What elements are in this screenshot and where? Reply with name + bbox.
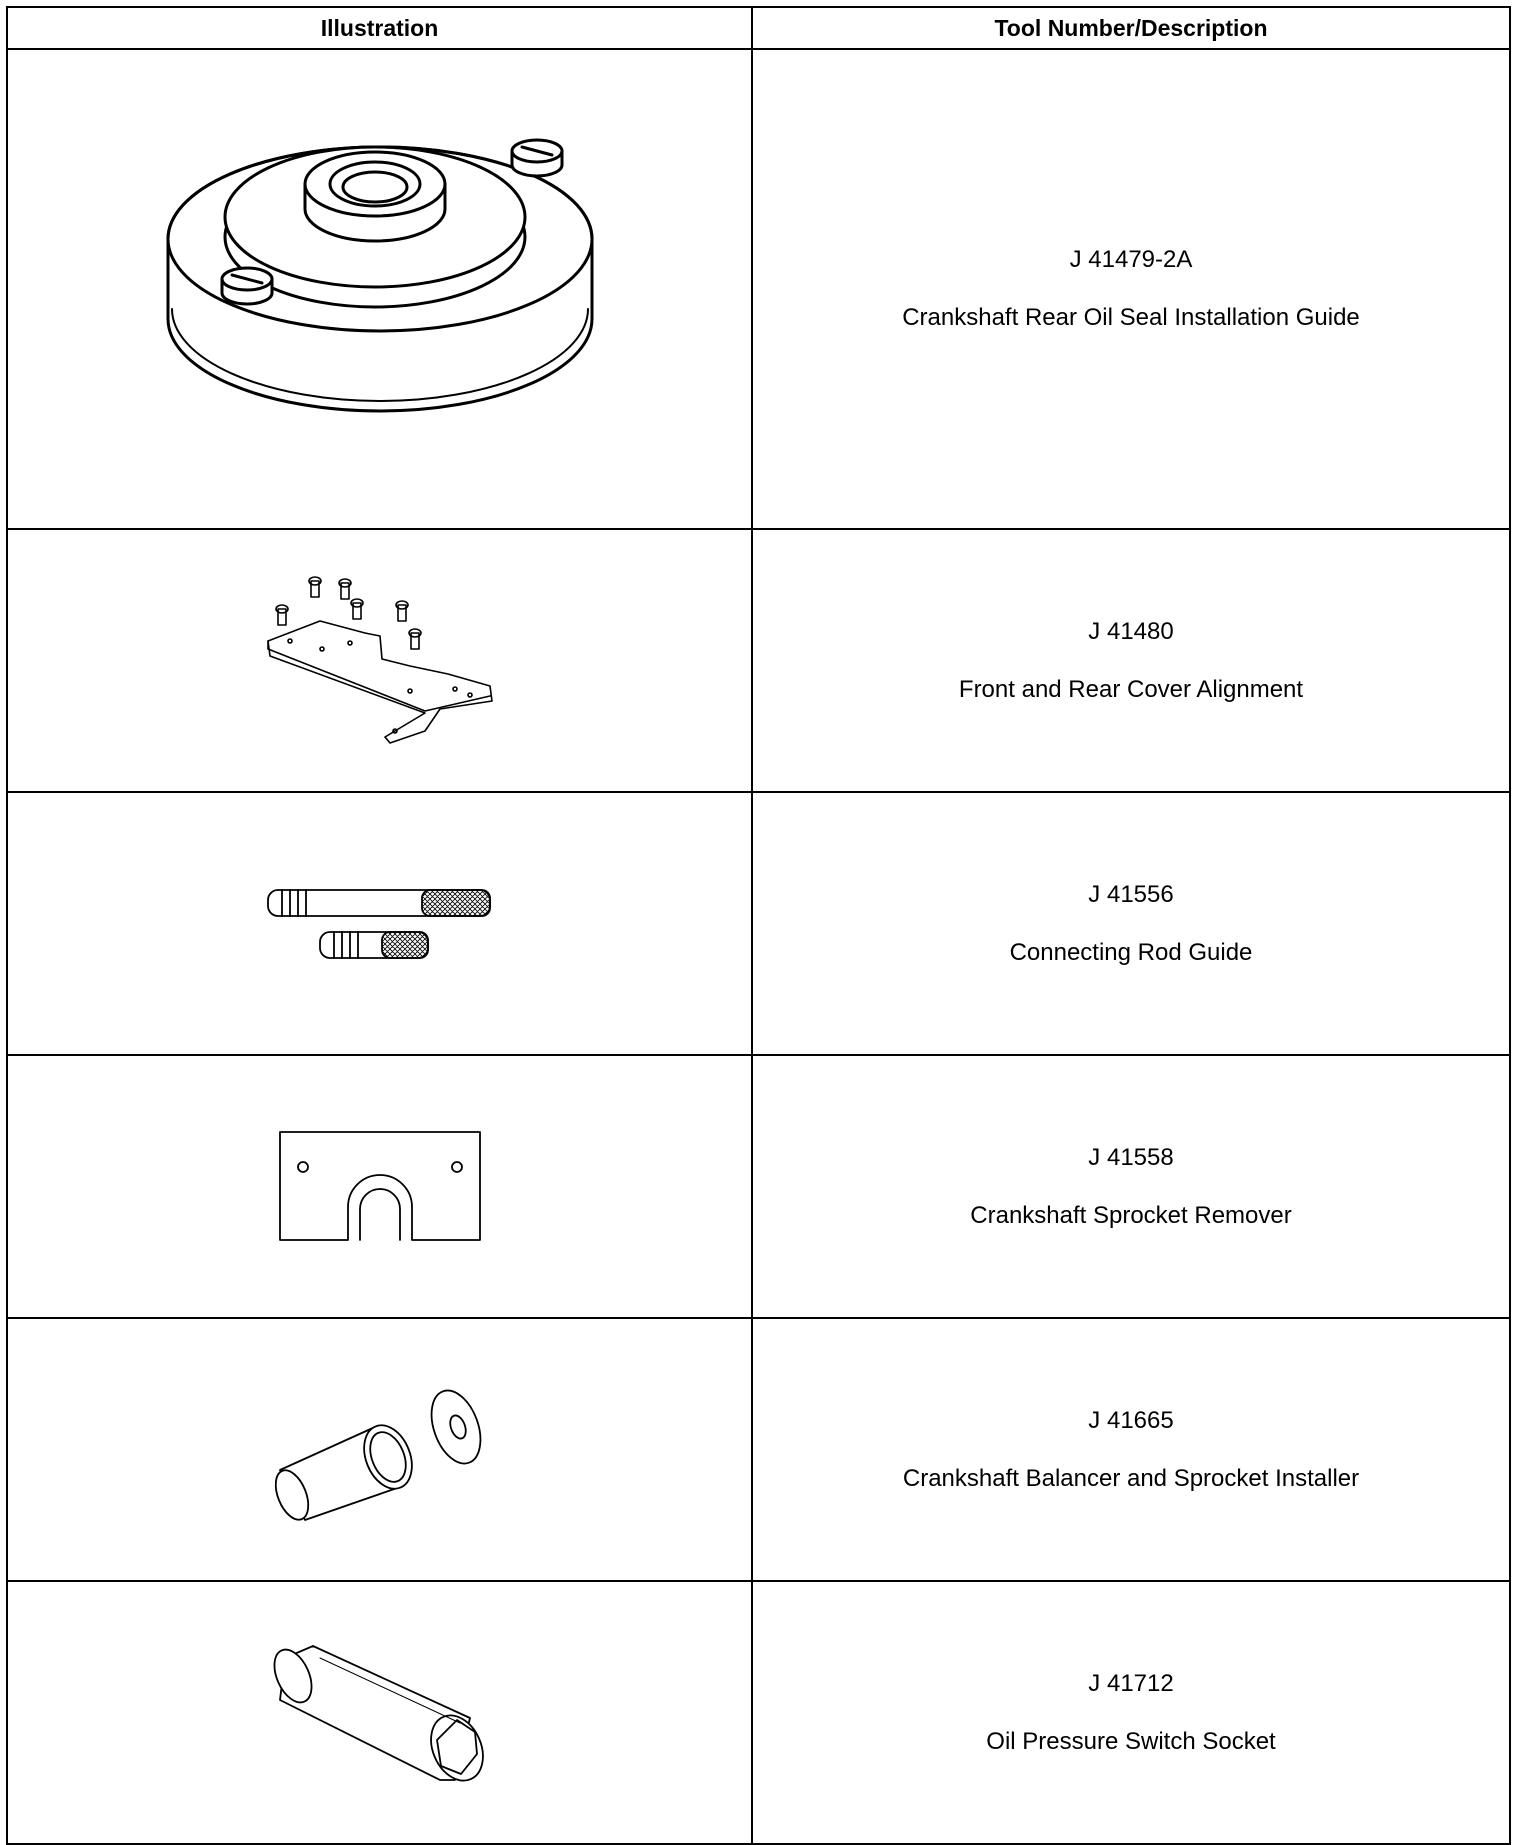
bolt-icon — [394, 599, 409, 622]
illustration-cell — [6, 1054, 753, 1319]
tool-description: Front and Rear Cover Alignment — [958, 675, 1304, 703]
illustration-cell — [6, 528, 753, 793]
description-cell: J 41480 Front and Rear Cover Alignment — [751, 528, 1511, 793]
table-row: J 41480 Front and Rear Cover Alignment — [6, 528, 1511, 793]
sprocket-remover-plate-icon — [278, 1130, 481, 1241]
description-cell: J 41558 Crankshaft Sprocket Remover — [751, 1054, 1511, 1319]
bolt-icon — [407, 627, 422, 650]
connecting-rod-guide-icon — [266, 888, 491, 959]
cover-alignment-plate-icon — [266, 575, 493, 744]
header-row: Illustration Tool Number/Description — [6, 6, 1511, 50]
table-row: J 41712 Oil Pressure Switch Socket — [6, 1580, 1511, 1845]
oil-seal-installation-guide-icon — [166, 138, 593, 413]
description-cell: J 41556 Connecting Rod Guide — [751, 791, 1511, 1056]
illustration-cell — [6, 791, 753, 1056]
bolt-icon — [307, 575, 322, 598]
bolt-icon — [337, 577, 352, 600]
tool-number: J 41479-2A — [1069, 246, 1193, 273]
illustration-cell — [6, 1317, 753, 1582]
table-row: J 41479-2A Crankshaft Rear Oil Seal Inst… — [6, 48, 1511, 530]
illustration-cell — [6, 48, 753, 530]
bolt-icon — [274, 603, 289, 626]
balancer-installer-icon — [274, 1389, 481, 1521]
tool-description: Crankshaft Balancer and Sprocket Install… — [902, 1464, 1360, 1492]
description-cell: J 41479-2A Crankshaft Rear Oil Seal Inst… — [751, 48, 1511, 530]
special-tools-table: Illustration Tool Number/Description — [6, 6, 1511, 1845]
header-illustration: Illustration — [6, 6, 753, 50]
screw-icon — [510, 138, 563, 178]
tool-number: J 41480 — [1088, 617, 1174, 645]
description-cell: J 41712 Oil Pressure Switch Socket — [751, 1580, 1511, 1845]
table-row: J 41665 Crankshaft Balancer and Sprocket… — [6, 1317, 1511, 1582]
tool-number: J 41558 — [1088, 1143, 1174, 1171]
bolt-icon — [349, 597, 364, 620]
table-row: J 41556 Connecting Rod Guide — [6, 791, 1511, 1056]
tool-number: J 41556 — [1088, 880, 1174, 908]
screw-icon — [220, 266, 273, 306]
tool-description: Crankshaft Sprocket Remover — [970, 1201, 1292, 1229]
tool-number: J 41712 — [1088, 1669, 1174, 1697]
tool-description: Connecting Rod Guide — [1009, 938, 1253, 966]
description-cell: J 41665 Crankshaft Balancer and Sprocket… — [751, 1317, 1511, 1582]
illustration-cell — [6, 1580, 753, 1845]
oil-pressure-socket-icon — [273, 1644, 484, 1781]
tool-description: Oil Pressure Switch Socket — [986, 1727, 1276, 1755]
tool-description: Crankshaft Rear Oil Seal Installation Gu… — [902, 304, 1360, 331]
tool-number: J 41665 — [1088, 1406, 1174, 1434]
table-row: J 41558 Crankshaft Sprocket Remover — [6, 1054, 1511, 1319]
header-tool-description: Tool Number/Description — [751, 6, 1511, 50]
